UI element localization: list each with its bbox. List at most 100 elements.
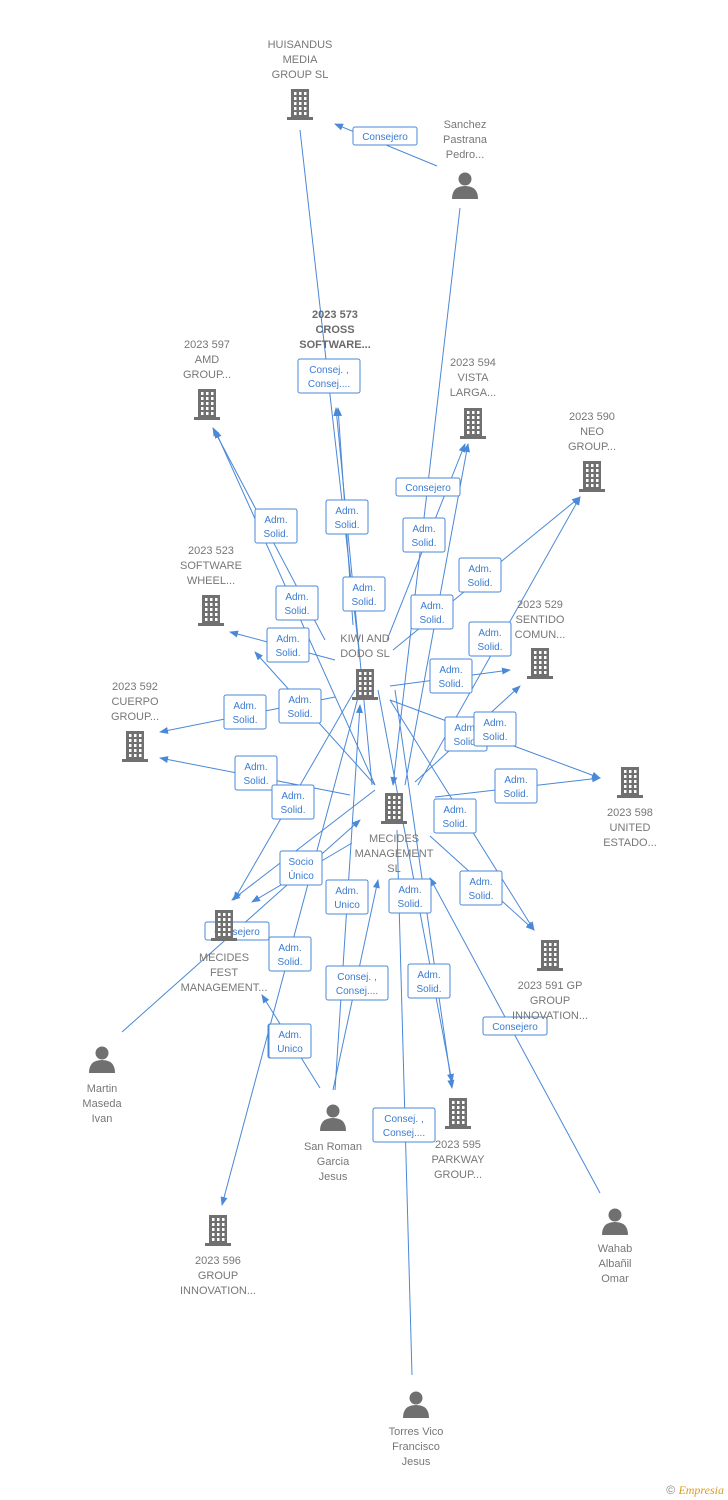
edge-label-6[interactable]: Adm.Solid. (402, 517, 446, 553)
node-label: 2023 598 (607, 807, 653, 819)
edge-label-text: Solid. (277, 957, 302, 968)
edge-label-box (223, 694, 267, 730)
edge-label-20[interactable]: Adm.Solid. (433, 798, 477, 834)
edge-label-26[interactable]: Adm.Solid. (268, 936, 312, 972)
edge-label-13[interactable]: Adm.Solid. (223, 694, 267, 730)
edge-label-8[interactable]: Adm.Solid. (275, 585, 319, 621)
node-label: 2023 592 (112, 681, 158, 693)
node-label: SL (387, 863, 400, 875)
node-label: Omar (601, 1273, 629, 1285)
edge-label-2[interactable]: Adm.Solid. (325, 499, 369, 535)
edge-label-text: Solid. (419, 615, 444, 626)
edge-label-text: Solid. (263, 529, 288, 540)
node-amd[interactable]: 2023 597AMDGROUP... (183, 339, 231, 420)
edge-label-text: Adm. (335, 506, 358, 517)
node-label: Jesus (402, 1456, 431, 1468)
edge-label-box (372, 1107, 436, 1143)
edge-label-text: Solid. (280, 805, 305, 816)
node-label: MECIDES (369, 833, 419, 845)
edge-label-box (234, 755, 278, 791)
edge-label-30[interactable]: Consejero (482, 1016, 548, 1036)
node-label: WHEEL... (187, 575, 235, 587)
node-label: GROUP... (568, 441, 616, 453)
edge-label-18[interactable]: Adm.Solid. (494, 768, 538, 804)
edge-label-11[interactable]: Adm.Solid. (266, 627, 310, 663)
node-united[interactable]: 2023 598UNITEDESTADO... (603, 767, 657, 849)
node-label: Maseda (82, 1098, 122, 1110)
node-sentido[interactable]: 2023 529SENTIDOCOMUN... (515, 599, 566, 679)
node-label: 2023 594 (450, 357, 496, 369)
edge-label-text: Solid. (243, 776, 268, 787)
node-label: GROUP (198, 1270, 238, 1282)
edge-label-21[interactable]: Adm.Solid. (459, 870, 503, 906)
edge-label-12[interactable]: Adm.Solid. (429, 658, 473, 694)
edge-label-text: Consej. , (337, 972, 376, 983)
person-icon (602, 1208, 628, 1235)
edge-label-17[interactable]: Adm. Solid. (234, 755, 278, 791)
edge-label-text: Adm. (244, 762, 267, 773)
edge-label-1[interactable]: Consej. ,Consej.... (297, 358, 361, 394)
node-wheel[interactable]: 2023 523SOFTWAREWHEEL... (180, 545, 242, 626)
edge-label-23[interactable]: Adm.Unico (325, 879, 369, 915)
node-mfest[interactable]: MECIDESFESTMANAGEMENT... (181, 910, 268, 994)
node-neo[interactable]: 2023 590NEOGROUP... (568, 411, 616, 492)
edge-label-box (395, 477, 461, 497)
edge-label-25[interactable]: Consejero (204, 921, 270, 941)
node-label: Ivan (92, 1113, 113, 1125)
edge-label-0[interactable]: Consejero (352, 126, 418, 146)
edge-label-31[interactable]: Adm.Unico (268, 1023, 312, 1059)
node-label: PARKWAY (432, 1154, 486, 1166)
edge-label-9[interactable]: Adm.Solid. (410, 594, 454, 630)
edge-label-7[interactable]: Adm.Solid. (458, 557, 502, 593)
edge-label-text: Solid. (232, 715, 257, 726)
node-cross[interactable]: 2023 573CROSSSOFTWARE... (299, 309, 371, 351)
node-cuerpo[interactable]: 2023 592CUERPOGROUP... (111, 681, 159, 762)
node-gp[interactable]: 2023 591 GPGROUPINNOVATION... (512, 940, 588, 1022)
node-vista[interactable]: 2023 594VISTALARGA... (450, 357, 496, 439)
edge-label-28[interactable]: Adm.Solid. (407, 963, 451, 999)
edge-label-14[interactable]: Adm.Solid. (278, 688, 322, 724)
edge-label-text: Consejero (214, 927, 260, 938)
edge-label-box (410, 594, 454, 630)
node-label: Sanchez (444, 119, 487, 131)
edge-label-text: Adm. (276, 634, 299, 645)
node-g596[interactable]: 2023 596GROUPINNOVATION... (180, 1215, 256, 1297)
edge-label-text: Solid. (438, 679, 463, 690)
edge-label-text: Adm. (285, 592, 308, 603)
edge-label-24[interactable]: Adm.Solid. (388, 878, 432, 914)
node-parkway[interactable]: 2023 595PARKWAYGROUP... (432, 1098, 486, 1181)
node-label: GROUP... (183, 369, 231, 381)
edge-label-box (278, 688, 322, 724)
edge-label-32[interactable]: Consej. ,Consej.... (372, 1107, 436, 1143)
edge-label-27[interactable]: Consej. ,Consej.... (325, 965, 389, 1001)
edge-label-19[interactable]: Adm.Solid. (271, 784, 315, 820)
node-label: 2023 595 (435, 1139, 481, 1151)
edge-label-box (325, 965, 389, 1001)
node-mecides[interactable]: MECIDES MANAGEMENT SL (355, 793, 434, 875)
node-label: MANAGEMENT (355, 848, 434, 860)
node-label: 2023 529 (517, 599, 563, 611)
edge-label-box (407, 963, 451, 999)
footer-brand[interactable]: © Empresia (666, 1483, 724, 1498)
node-label: Martin (87, 1083, 118, 1095)
building-icon (211, 910, 237, 941)
edge-label-box (473, 711, 517, 747)
edge-label-text: Solid. (468, 891, 493, 902)
node-label: KIWI AND (340, 633, 390, 645)
edge-label-5[interactable]: Consejero (395, 477, 461, 497)
edge-label-4[interactable]: Adm.Solid. (342, 576, 386, 612)
edge-label-box (279, 850, 323, 886)
edge-label-16[interactable]: Adm.Solid. (473, 711, 517, 747)
edge-label-3[interactable]: Adm.Solid. (254, 508, 298, 544)
node-sanchez[interactable]: SanchezPastranaPedro... (443, 119, 488, 199)
edge-label-10[interactable]: Adm.Solid. (468, 621, 512, 657)
